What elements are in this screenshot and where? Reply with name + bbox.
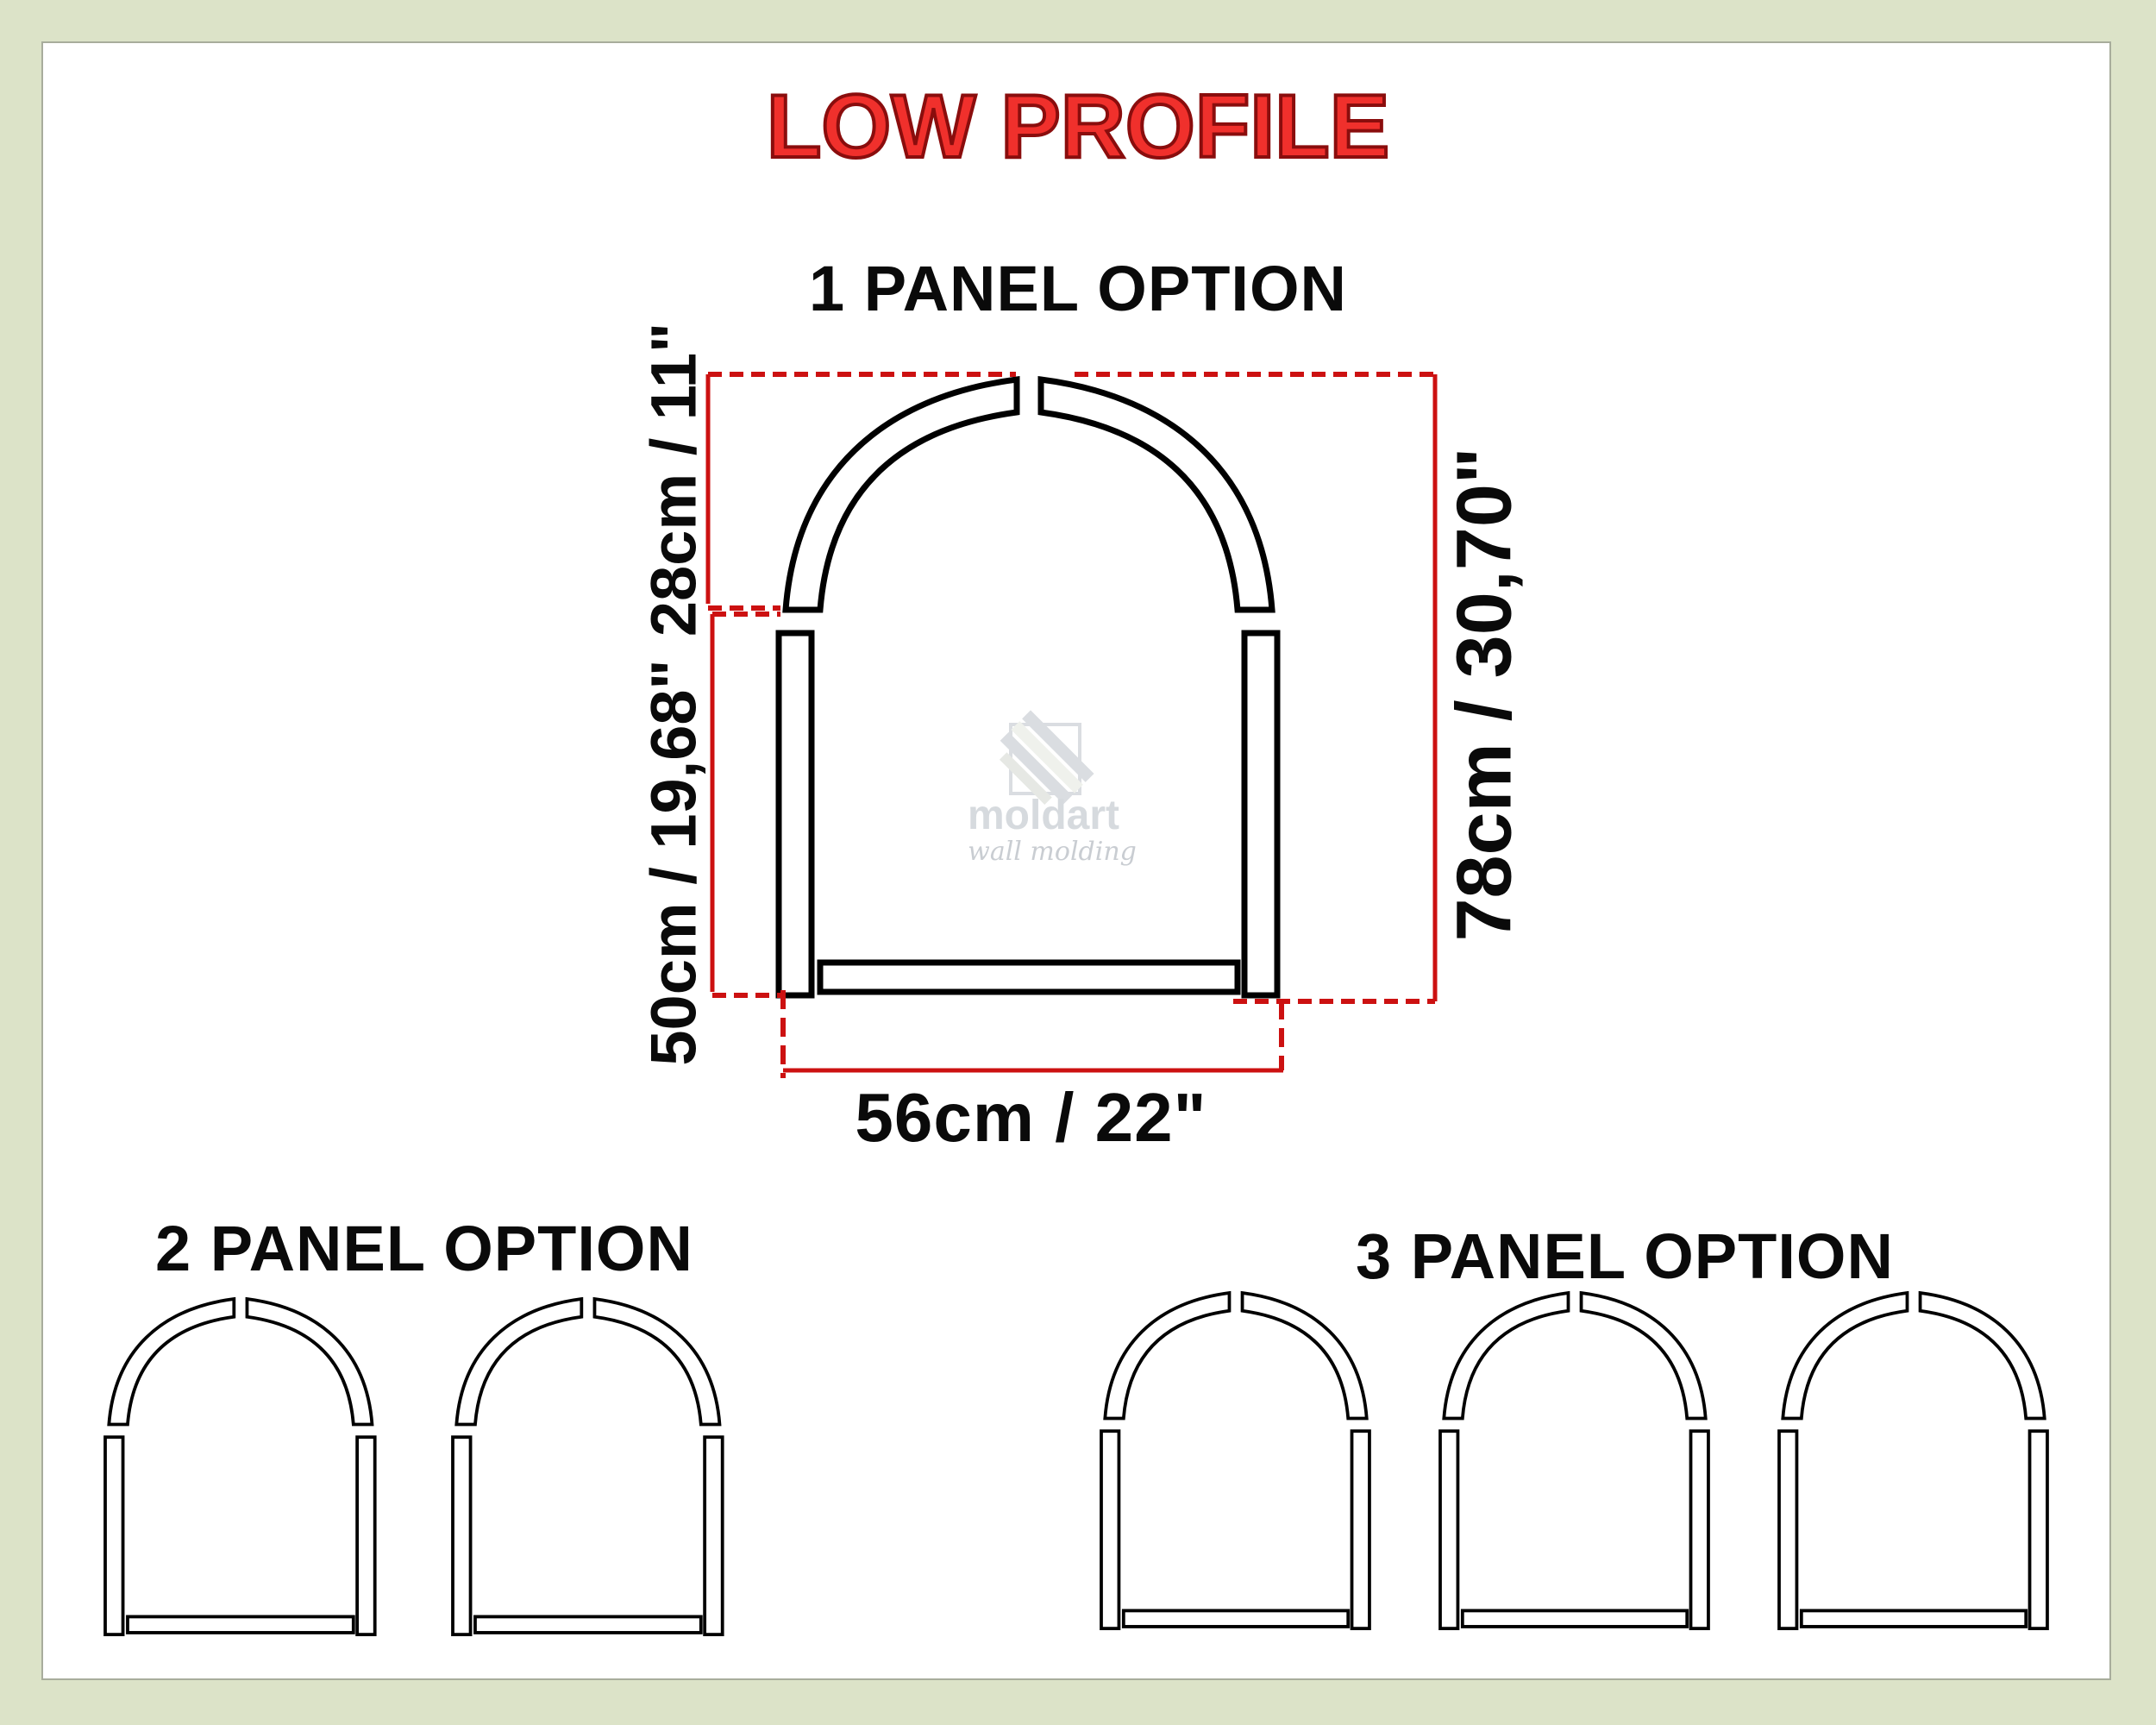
watermark-tagline: wall molding — [968, 837, 1137, 867]
post-height-label: 50cm / 19,68" — [637, 659, 710, 1066]
watermark-brand: moldart — [967, 793, 1119, 838]
two-panel-heading: 2 PANEL OPTION — [155, 1213, 693, 1284]
page-title: LOW PROFILE — [765, 75, 1391, 179]
drawing-sheet — [41, 41, 2111, 1680]
width-label: 56cm / 22" — [855, 1079, 1207, 1156]
three-panel-arches — [1100, 1291, 2049, 1631]
dimension-lines — [705, 372, 1438, 1078]
arch-height-label: 28cm / 11" — [637, 322, 710, 637]
total-height-label: 78cm / 30,70" — [1441, 447, 1528, 942]
three-panel-heading: 3 PANEL OPTION — [1356, 1220, 1894, 1292]
one-panel-arch — [779, 380, 1277, 995]
one-panel-heading: 1 PANEL OPTION — [809, 253, 1347, 324]
moldart-logo-icon — [999, 710, 1094, 806]
two-panel-arches — [103, 1297, 724, 1637]
